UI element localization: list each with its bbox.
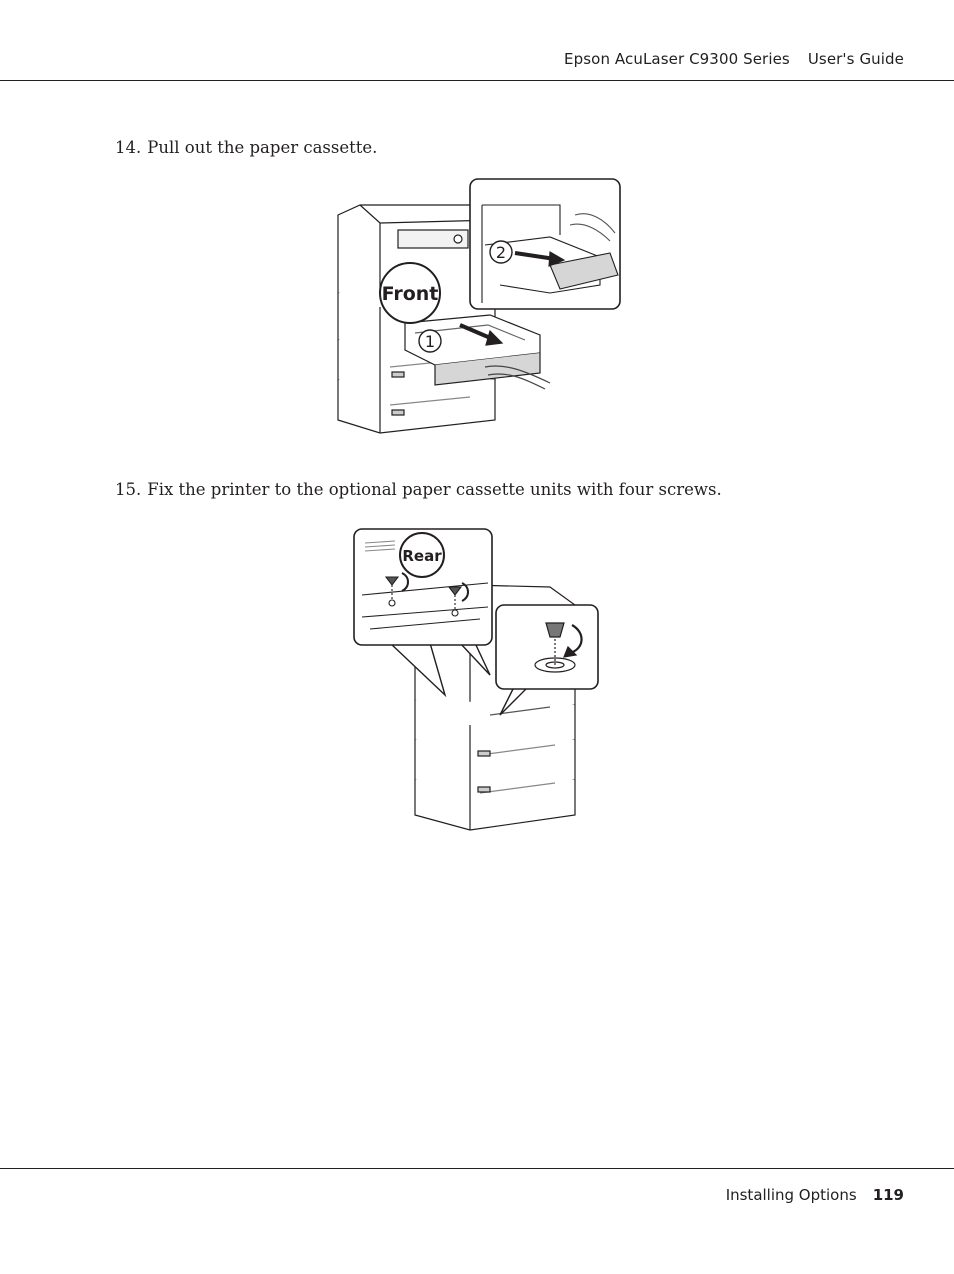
step-2-label: 2 <box>496 243 506 262</box>
screw-inset <box>495 604 599 716</box>
inset-closeup: 2 <box>469 178 621 310</box>
page-footer: Installing Options 119 <box>726 1186 904 1204</box>
step-1-marker <box>418 329 442 353</box>
section-name: Installing Options <box>725 1186 857 1204</box>
step-2-marker <box>489 240 513 264</box>
rear-callout-label: Rear <box>402 547 442 565</box>
step-text: Fix the printer to the optional paper ca… <box>147 480 722 499</box>
rear-inset: Rear <box>353 528 493 698</box>
printer-stack-illustration <box>337 204 551 434</box>
guide-label: User's Guide <box>807 50 904 68</box>
step-number: 15. <box>115 480 142 499</box>
page-header: Epson AcuLaser C9300 Series User's Guide <box>564 50 904 68</box>
figure-fix-screws: Rear <box>353 528 599 831</box>
front-callout-circle <box>379 262 441 324</box>
header-rule <box>0 80 954 81</box>
figure-pull-cassette: 2 Front 1 <box>337 178 621 434</box>
step-text: Pull out the paper cassette. <box>147 138 378 157</box>
screw-icon <box>534 622 583 673</box>
page-number: 119 <box>872 1186 904 1204</box>
rear-callout-circle <box>399 532 445 578</box>
document-title: Epson AcuLaser C9300 Series <box>564 50 790 68</box>
front-callout-label: Front <box>382 283 439 305</box>
footer-rule <box>0 1168 954 1169</box>
step-1-label: 1 <box>425 332 435 351</box>
step-15: 15. Fix the printer to the optional paper… <box>115 480 722 499</box>
step-number: 14. <box>115 138 142 157</box>
step-14: 14. Pull out the paper cassette. <box>115 138 377 157</box>
printer-stack-rear-illustration <box>414 584 576 831</box>
